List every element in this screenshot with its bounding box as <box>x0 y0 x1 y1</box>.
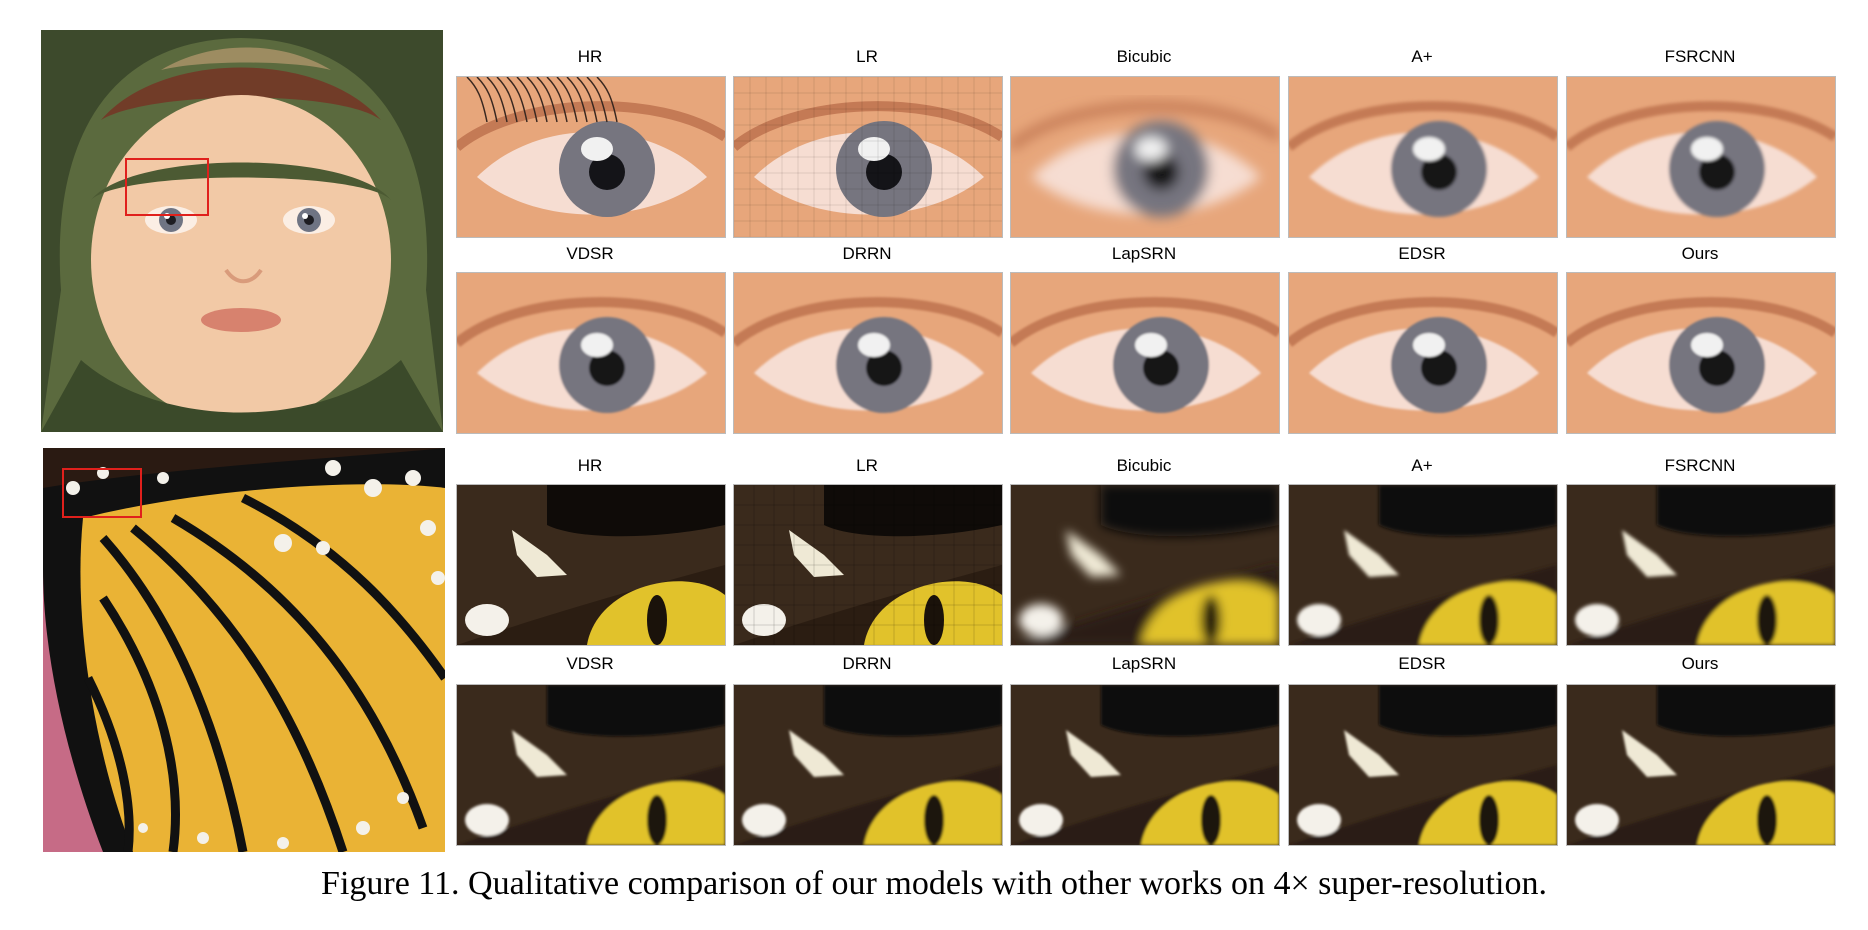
baby-row2-label: EDSR <box>1398 244 1446 263</box>
baby-crop-row1-0 <box>456 76 726 238</box>
baby-row1-label: HR <box>577 47 603 66</box>
baby-crop-row1-4 <box>1566 76 1836 238</box>
butterfly-row1-label: Bicubic <box>1116 456 1172 475</box>
butterfly-crop-row1-0 <box>456 484 726 646</box>
butterfly-row2-label: VDSR <box>566 654 614 673</box>
butterfly-crop-row2-0 <box>456 684 726 846</box>
butterfly-crop-row2-4 <box>1566 684 1836 846</box>
baby-crop-row1-3 <box>1288 76 1558 238</box>
butterfly-row2-label: Ours <box>1681 654 1719 673</box>
baby-row1-label: Bicubic <box>1116 47 1172 66</box>
baby-crop-row2-2 <box>1010 272 1280 434</box>
butterfly-row1-label: A+ <box>1411 456 1433 475</box>
baby-source-image <box>41 30 443 432</box>
baby-crop-row2-4 <box>1566 272 1836 434</box>
baby-crop-row1-1 <box>733 76 1003 238</box>
butterfly-crop-row2-2 <box>1010 684 1280 846</box>
butterfly-row1-label: HR <box>577 456 603 475</box>
butterfly-roi-box <box>62 468 142 518</box>
butterfly-row2-label: DRRN <box>842 654 892 673</box>
butterfly-crop-row2-1 <box>733 684 1003 846</box>
butterfly-row2-label: EDSR <box>1398 654 1446 673</box>
baby-crop-row2-0 <box>456 272 726 434</box>
figure-caption: Figure 11. Qualitative comparison of our… <box>321 865 1547 902</box>
baby-row2-label: LapSRN <box>1111 244 1177 263</box>
baby-roi-box <box>125 158 209 216</box>
butterfly-crop-row1-2 <box>1010 484 1280 646</box>
butterfly-row1-label: LR <box>856 456 878 475</box>
butterfly-crop-row1-4 <box>1566 484 1836 646</box>
butterfly-row1-label: FSRCNN <box>1664 456 1736 475</box>
baby-crop-row1-2 <box>1010 76 1280 238</box>
baby-crop-row2-3 <box>1288 272 1558 434</box>
butterfly-row2-label: LapSRN <box>1111 654 1177 673</box>
butterfly-crop-row2-3 <box>1288 684 1558 846</box>
baby-row1-label: LR <box>856 47 878 66</box>
butterfly-crop-row1-3 <box>1288 484 1558 646</box>
baby-row1-label: A+ <box>1411 47 1433 66</box>
baby-row2-label: DRRN <box>842 244 892 263</box>
baby-row2-label: Ours <box>1681 244 1719 263</box>
butterfly-crop-row1-1 <box>733 484 1003 646</box>
baby-row2-label: VDSR <box>566 244 614 263</box>
baby-row1-label: FSRCNN <box>1664 47 1736 66</box>
butterfly-source-image <box>43 448 445 852</box>
baby-crop-row2-1 <box>733 272 1003 434</box>
